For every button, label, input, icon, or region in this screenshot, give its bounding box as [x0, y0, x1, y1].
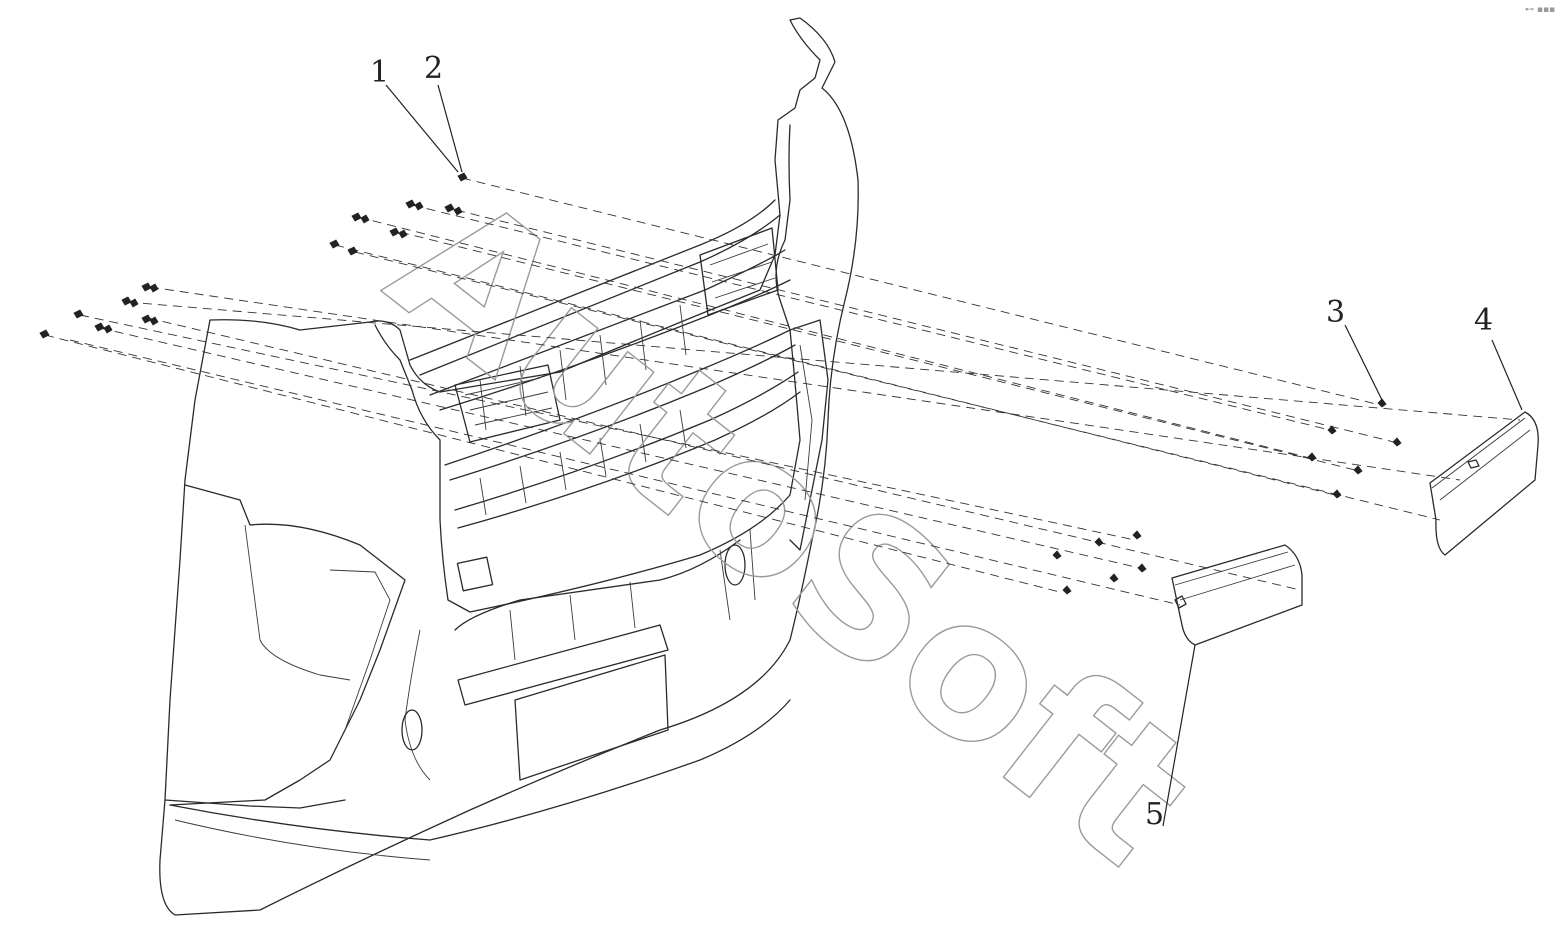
- trim-strip-part-5: [1171, 544, 1303, 646]
- callout-2: 2: [424, 51, 443, 86]
- callout-1: 1: [370, 55, 389, 90]
- watermark: AutoSoft: [352, 151, 1234, 908]
- fastener-clips-right: [1052, 398, 1402, 595]
- callout-4: 4: [1474, 303, 1493, 338]
- leader-lines: [385, 84, 1523, 827]
- explosion-lines: [44, 177, 1521, 606]
- front-panel: [159, 17, 859, 916]
- callout-5: 5: [1145, 797, 1164, 832]
- fastener-clips: [39, 172, 468, 339]
- callout-3: 3: [1326, 295, 1345, 330]
- watermark-text: AutoSoft: [352, 151, 1232, 907]
- trim-strip-part-4: [1429, 411, 1539, 556]
- callout-labels: 1 2 3 4 5: [370, 51, 1493, 832]
- corner-mark: ⊷ ▪▪▪: [1525, 5, 1555, 15]
